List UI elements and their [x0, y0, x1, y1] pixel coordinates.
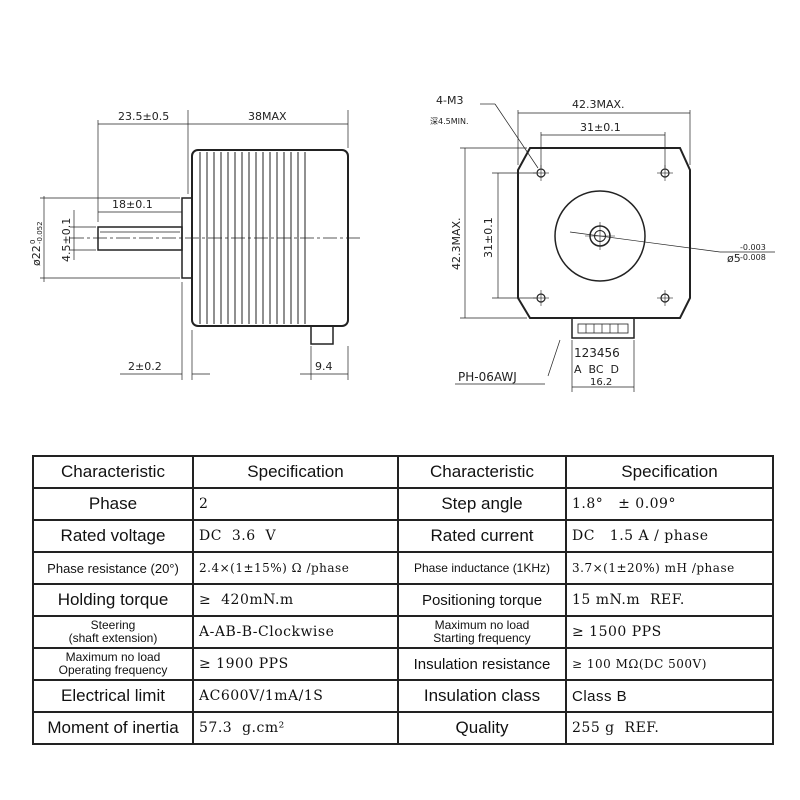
row-label: Phase inductance (1KHz) — [397, 551, 567, 585]
connector-stub — [310, 325, 334, 345]
row-label: Quality — [397, 711, 567, 745]
table-row: Moment of inertia 57.3 g.cm² Quality 255… — [32, 711, 774, 745]
row-label: Step angle — [397, 487, 567, 521]
row-value: DC 1.5 A / phase — [565, 519, 774, 553]
row-label: Insulation resistance — [397, 647, 567, 681]
row-label-line: Maximum no load — [434, 618, 530, 632]
row-label: Rated current — [397, 519, 567, 553]
row-value: ≥ 420mN.m — [192, 583, 399, 617]
row-value: 15 mN.m REF. — [565, 583, 774, 617]
table-row: Maximum no load Operating frequency ≥ 19… — [32, 647, 774, 681]
dim-hole-spacing-h: 31±0.1 — [580, 121, 621, 134]
dim-connector: 9.4 — [315, 360, 333, 373]
front-boss — [554, 190, 646, 282]
table-row: Steering (shaft extension) A-AB-B-Clockw… — [32, 615, 774, 649]
front-connector — [571, 317, 635, 339]
connector-model: PH-06AWJ — [458, 370, 517, 384]
row-label-line: Steering — [90, 618, 136, 632]
spec-table: Characteristic Specification Characteris… — [32, 455, 774, 745]
row-value: 1.8° ± 0.09° — [565, 487, 774, 521]
table-row: Phase 2 Step angle 1.8° ± 0.09° — [32, 487, 774, 521]
row-value: 3.7×(1±20%) mH /phase — [565, 551, 774, 585]
dim-shaft-tol-lower: -0.008 — [740, 253, 766, 262]
shaft — [97, 226, 183, 251]
row-label: Moment of inertia — [32, 711, 194, 745]
row-value: AC600V/1mA/1S — [192, 679, 399, 713]
dim-shaft-tol-upper: -0.003 — [740, 243, 766, 252]
row-label: Electrical limit — [32, 679, 194, 713]
row-label-line: (shaft extension) — [68, 631, 158, 645]
row-label: Maximum no load Operating frequency — [32, 647, 194, 681]
header-specification-1: Specification — [192, 455, 399, 489]
front-view-labels: 4-M3 深4.5MIN. 42.3MAX. 31±0.1 42.3MAX. 3… — [430, 94, 766, 388]
row-value: 2.4×(1±15%) Ω /phase — [192, 551, 399, 585]
dim-body-length: 38MAX — [248, 110, 287, 123]
dim-height: 42.3MAX. — [450, 217, 463, 270]
side-view — [40, 110, 360, 380]
dim-shaft-base: ø5 — [727, 252, 741, 265]
screw-callout: 4-M3 — [436, 94, 463, 107]
row-label: Phase — [32, 487, 194, 521]
row-label: Steering (shaft extension) — [32, 615, 194, 649]
dim-shaft-diameter-tol-upper: 0 — [29, 240, 37, 244]
dim-shaft-diameter-tol-lower: -0.052 — [36, 221, 44, 244]
motor-face-outline — [517, 147, 691, 319]
dim-hole-spacing-v: 31±0.1 — [482, 217, 495, 258]
header-characteristic-1: Characteristic — [32, 455, 194, 489]
row-label: Phase resistance (20°) — [32, 551, 194, 585]
row-label: Holding torque — [32, 583, 194, 617]
table-row: Electrical limit AC600V/1mA/1S Insulatio… — [32, 679, 774, 713]
dim-shaft-length: 23.5±0.5 — [118, 110, 169, 123]
row-label: Positioning torque — [397, 583, 567, 617]
connector-pins: 123456 — [574, 346, 620, 360]
row-value: ≥ 1500 PPS — [565, 615, 774, 649]
row-value: ≥ 1900 PPS — [192, 647, 399, 681]
dim-width: 42.3MAX. — [572, 98, 625, 111]
row-value: 255 g REF. — [565, 711, 774, 745]
row-label: Insulation class — [397, 679, 567, 713]
row-value: ≥ 100 MΩ(DC 500V) — [565, 647, 774, 681]
row-label-line: Starting frequency — [433, 631, 531, 645]
screw-depth: 深4.5MIN. — [430, 117, 469, 126]
dim-shaft-flat: 18±0.1 — [112, 198, 153, 211]
row-label-line: Maximum no load — [65, 650, 161, 664]
row-value: 2 — [192, 487, 399, 521]
table-row: Holding torque ≥ 420mN.m Positioning tor… — [32, 583, 774, 617]
dim-shaft-diameter: ø22 — [30, 245, 43, 266]
header-characteristic-2: Characteristic — [397, 455, 567, 489]
row-label: Rated voltage — [32, 519, 194, 553]
connector-letters: A BC D — [574, 363, 619, 376]
row-value: 57.3 g.cm² — [192, 711, 399, 745]
dim-flat-depth: 4.5±0.1 — [60, 218, 73, 262]
table-header-row: Characteristic Specification Characteris… — [32, 455, 774, 489]
header-specification-2: Specification — [565, 455, 774, 489]
row-label: Maximum no load Starting frequency — [397, 615, 567, 649]
connector-width: 16.2 — [590, 377, 612, 388]
row-value: A-AB-B-Clockwise — [192, 615, 399, 649]
row-value: Class B — [565, 679, 774, 713]
side-view-labels: 23.5±0.5 38MAX 18±0.1 4.5±0.1 ø22 0 -0.0… — [29, 110, 333, 373]
technical-drawing: 23.5±0.5 38MAX 18±0.1 4.5±0.1 ø22 0 -0.0… — [29, 94, 775, 392]
table-row: Phase resistance (20°) 2.4×(1±15%) Ω /ph… — [32, 551, 774, 585]
row-value: DC 3.6 V — [192, 519, 399, 553]
table-row: Rated voltage DC 3.6 V Rated current DC … — [32, 519, 774, 553]
front-view — [455, 103, 775, 392]
dim-boss-height: 2±0.2 — [128, 360, 162, 373]
row-label-line: Operating frequency — [58, 663, 168, 677]
